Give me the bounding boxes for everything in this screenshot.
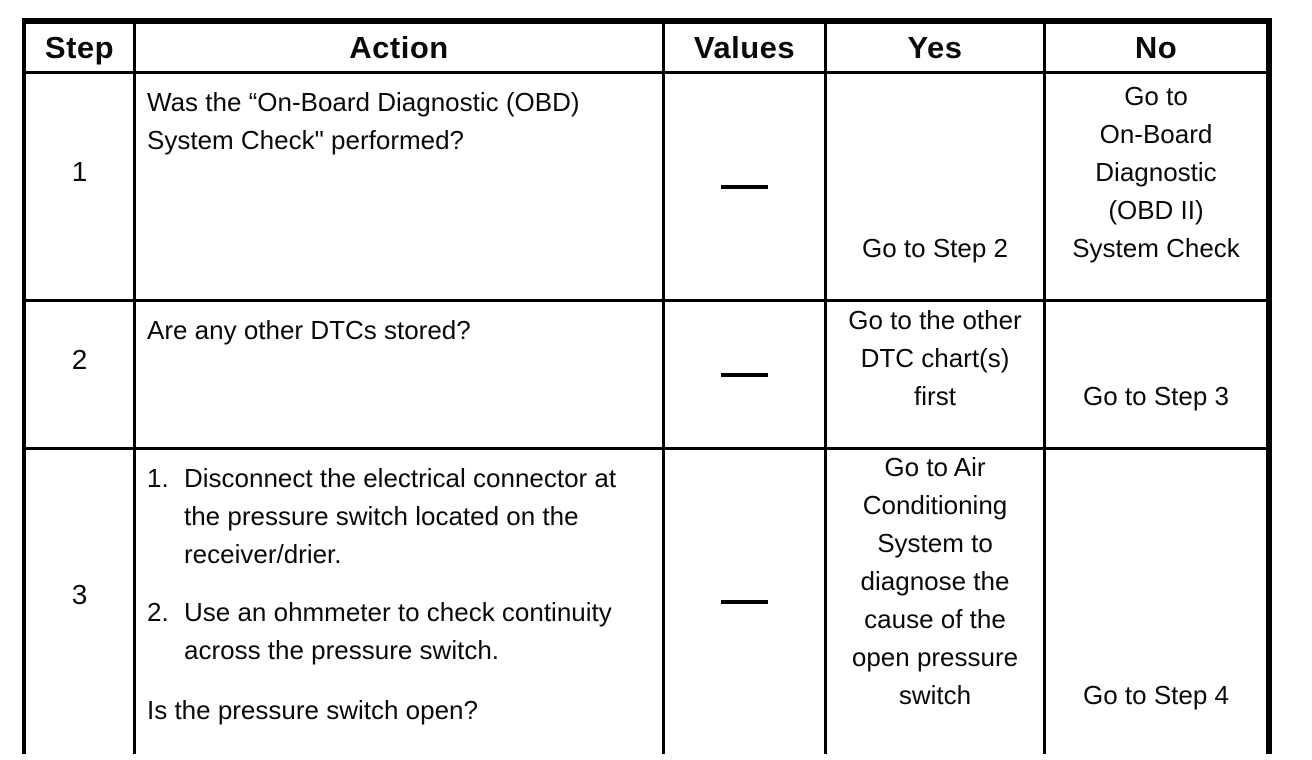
- list-item-number: 2.: [147, 597, 169, 627]
- values-dash: [721, 184, 768, 189]
- yes-result: Go to Air Conditioning System to diagnos…: [827, 450, 1046, 754]
- list-item-text: Use an ohmmeter to check continuity acro…: [184, 597, 612, 665]
- action-list-item: 2. Use an ohmmeter to check continuity a…: [147, 593, 652, 669]
- no-result: Go to Step 3: [1046, 302, 1266, 450]
- action-text: 1. Disconnect the electrical connector a…: [136, 450, 665, 754]
- list-item-text: Disconnect the electrical connector at t…: [184, 463, 617, 569]
- list-item-number: 1.: [147, 463, 169, 493]
- action-text: Was the “On-Board Diagnostic (OBD) Syste…: [136, 74, 665, 302]
- step-number: 2: [26, 302, 136, 450]
- action-text: Are any other DTCs stored?: [136, 302, 665, 450]
- values-dash: [721, 372, 768, 377]
- diagnostic-table: Step Action Values Yes No 1 Was the “On-…: [22, 18, 1272, 754]
- header-values: Values: [665, 24, 827, 74]
- no-result: Go to Step 4: [1083, 680, 1229, 710]
- header-step: Step: [26, 24, 136, 74]
- values-cell: [665, 450, 827, 754]
- header-yes: Yes: [827, 24, 1046, 74]
- action-question: Is the pressure switch open?: [147, 695, 478, 725]
- values-cell: [665, 302, 827, 450]
- values-cell: [665, 74, 827, 302]
- header-no: No: [1046, 24, 1266, 74]
- header-action: Action: [136, 24, 665, 74]
- step-number: 1: [26, 74, 136, 302]
- action-list-item: 1. Disconnect the electrical connector a…: [147, 459, 652, 573]
- values-dash: [721, 600, 768, 604]
- no-result: Go to On-Board Diagnostic (OBD II) Syste…: [1046, 74, 1266, 302]
- yes-result: Go to Step 2: [827, 74, 1046, 302]
- yes-result: Go to the other DTC chart(s) first: [827, 302, 1046, 450]
- step-number: 3: [26, 450, 136, 754]
